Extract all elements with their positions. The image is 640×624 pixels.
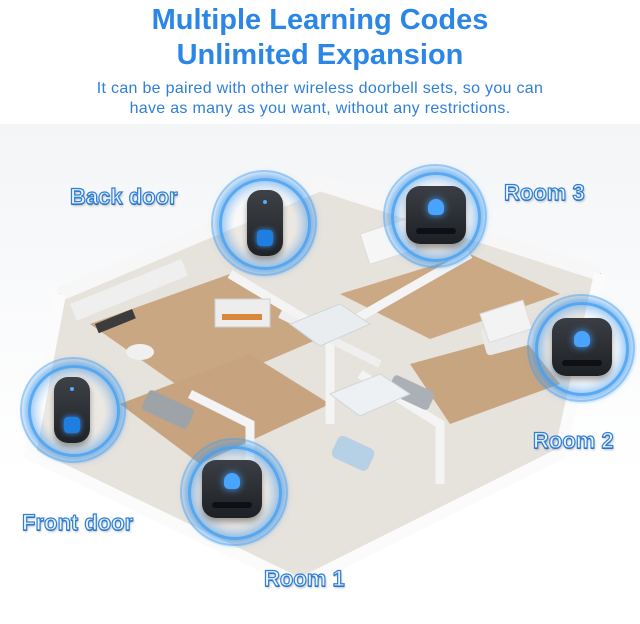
subtitle-line1: It can be paired with other wireless doo… [96,80,544,97]
led-indicator [263,200,267,204]
signal-ring-outer [180,438,288,546]
house-floorplan-scene: Back door Room 3 Room 2 Front door [0,124,640,624]
page-title-line2: Unlimited Expansion [176,39,464,71]
signal-ring-outer [20,357,126,463]
subtitle-line2: have as many as you want, without any re… [129,100,511,117]
doorbell-button-icon [247,190,283,256]
signal-ring-outer [383,164,487,268]
speaker-slot [212,502,252,508]
house-floorplan-illustration [23,176,606,591]
label-back-door: Back door [69,183,178,209]
receiver-bell-icon [552,318,612,376]
front-door-device [20,357,128,465]
speaker-slot [562,360,602,366]
page-subtitle: It can be paired with other wireless doo… [0,79,640,119]
bell-icon [428,199,444,215]
signal-ring-outer [527,294,635,402]
room1-device [180,438,290,548]
receiver-bell-icon [202,460,262,518]
page-title-line1: Multiple Learning Codes [151,4,489,36]
receiver-bell-icon [406,186,466,244]
press-button [64,417,80,433]
bell-icon [224,473,240,489]
room3-device [383,164,489,270]
signal-ring-outer [211,170,317,276]
back-door-device [211,170,319,278]
press-button [257,230,273,246]
label-room2: Room 2 [532,427,614,453]
doorbell-button-icon [54,377,90,443]
room2-device [527,294,637,404]
bell-icon [574,331,590,347]
led-indicator [70,387,74,391]
label-front-door: Front door [21,509,134,535]
label-room3: Room 3 [503,179,585,205]
label-room1: Room 1 [263,565,345,591]
speaker-slot [416,228,456,234]
